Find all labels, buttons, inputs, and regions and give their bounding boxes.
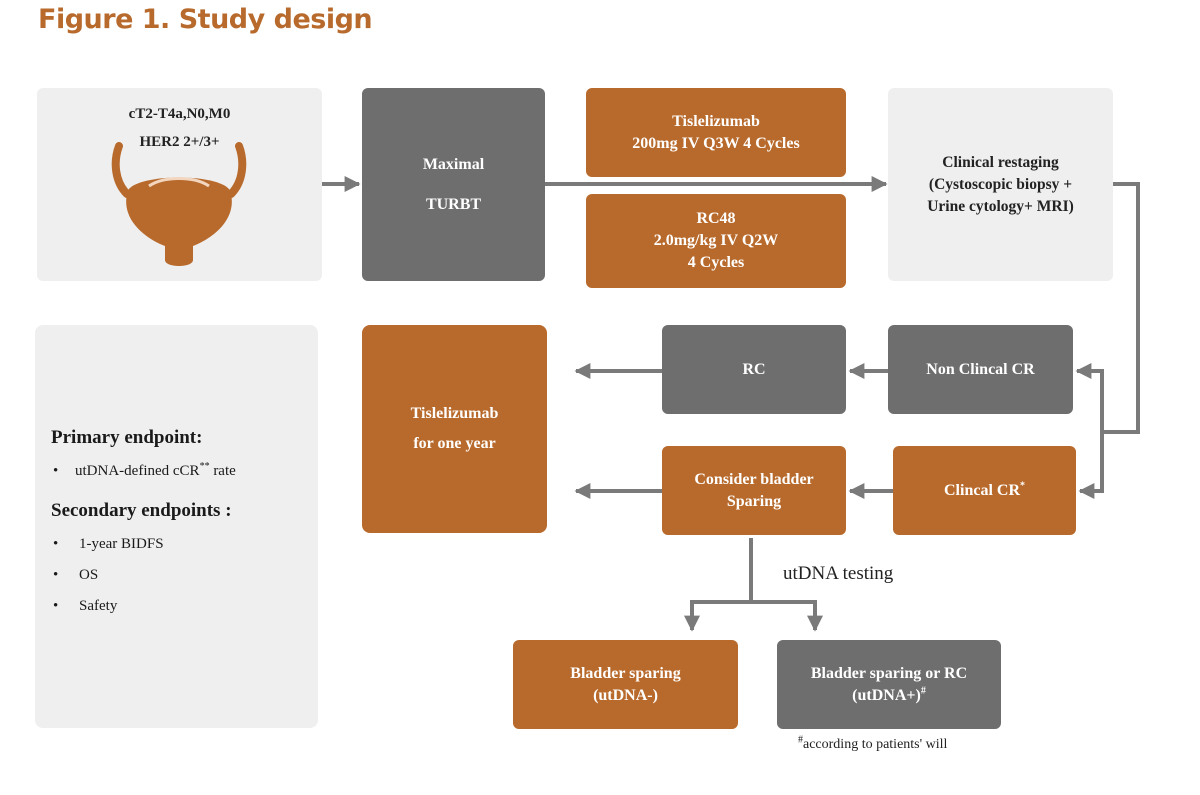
- consider-line2: Sparing: [726, 492, 782, 510]
- turbt-line2: TURBT: [425, 195, 482, 213]
- sparing-pos-text: (utDNA+): [852, 686, 921, 704]
- sparing-pos-mark: #: [920, 685, 926, 697]
- clinical-cr-text: Clincal CR: [944, 481, 1020, 499]
- turbt-box: Maximal TURBT: [362, 88, 545, 281]
- maintenance-line1: Tislelizumab: [410, 405, 499, 422]
- primary-endpoint-suffix: rate: [209, 463, 236, 479]
- sparing-pos-line2: (utDNA+)#: [852, 685, 926, 707]
- bullet: •: [53, 536, 59, 552]
- list-item: • OS: [51, 567, 318, 584]
- secondary-endpoint-text: Safety: [79, 598, 118, 614]
- rc-box: RC: [662, 325, 846, 414]
- consider-line1: Consider bladder: [694, 470, 814, 488]
- arrow-to-sparing-neg: [684, 600, 751, 632]
- rc48-box: RC48 2.0mg/kg IV Q2W 4 Cycles: [586, 194, 846, 288]
- restaging-detail2: Urine cytology+ MRI): [927, 197, 1074, 215]
- patient-her2: HER2 2+/3+: [139, 134, 220, 150]
- restaging-box: Clinical restaging (Cystoscopic biopsy +…: [888, 88, 1113, 281]
- primary-endpoint-item: • utDNA-defined cCR** rate: [51, 461, 318, 480]
- footnote: #according to patients' will: [798, 734, 948, 753]
- restaging-detail1: (Cystoscopic biopsy +: [928, 175, 1073, 193]
- line-restaging-branch: [1102, 182, 1140, 434]
- bullet: •: [53, 567, 59, 583]
- drug1-dose: 200mg IV Q3W 4 Cycles: [632, 134, 800, 152]
- non-clinical-cr-label: Non Clincal CR: [926, 360, 1035, 378]
- sparing-neg-line2: (utDNA-): [593, 686, 658, 704]
- sparing-utdna-pos-box: Bladder sparing or RC (utDNA+)#: [777, 640, 1001, 729]
- sparing-utdna-neg-box: Bladder sparing (utDNA-): [513, 640, 738, 729]
- turbt-line1: Maximal: [422, 155, 485, 173]
- secondary-endpoints-heading: Secondary endpoints :: [51, 500, 232, 521]
- clinical-cr-label: Clincal CR*: [944, 480, 1025, 502]
- primary-endpoint-heading: Primary endpoint:: [51, 427, 203, 448]
- patient-box: cT2-T4a,N0,M0 HER2 2+/3+: [37, 88, 322, 281]
- drug2-dose: 2.0mg/kg IV Q2W: [653, 232, 779, 249]
- list-item: • Safety: [51, 598, 318, 615]
- bullet: •: [53, 463, 59, 479]
- maintenance-box: Tislelizumab for one year: [362, 325, 547, 533]
- patient-staging: cT2-T4a,N0,M0: [128, 106, 231, 122]
- utdna-testing-label: utDNA testing: [783, 563, 894, 584]
- secondary-endpoints-list: • 1-year BIDFS • OS • Safety: [51, 536, 318, 615]
- arrow-to-ccr: [1078, 432, 1104, 499]
- bullet: •: [53, 598, 59, 614]
- endpoints-panel: Primary endpoint: • utDNA-defined cCR** r…: [35, 325, 318, 728]
- bladder-icon: [111, 142, 247, 266]
- drug2-cycles: 4 Cycles: [687, 254, 745, 271]
- footnote-text: according to patients' will: [803, 737, 948, 752]
- rc-label: RC: [742, 360, 766, 378]
- non-clinical-cr-box: Non Clincal CR: [888, 325, 1073, 414]
- consider-sparing-box: Consider bladder Sparing: [662, 446, 846, 535]
- figure-title: Figure 1. Study design: [38, 4, 373, 35]
- drug1-name: Tislelizumab: [672, 112, 760, 130]
- arrow-to-non-ccr: [1075, 363, 1104, 432]
- list-item: • 1-year BIDFS: [51, 536, 318, 553]
- sparing-pos-line1: Bladder sparing or RC: [810, 664, 968, 682]
- secondary-endpoint-text: 1-year BIDFS: [79, 536, 164, 552]
- arrow-to-sparing-pos: [751, 600, 823, 632]
- footnote-mark: #: [798, 734, 803, 746]
- tislelizumab-box: Tislelizumab 200mg IV Q3W 4 Cycles: [586, 88, 846, 177]
- secondary-endpoint-text: OS: [79, 567, 99, 583]
- sparing-neg-line1: Bladder sparing: [570, 664, 681, 682]
- primary-endpoint-text: utDNA-defined cCR: [75, 463, 200, 479]
- restaging-title: Clinical restaging: [942, 153, 1059, 171]
- drug2-name: RC48: [696, 210, 736, 227]
- maintenance-line2: for one year: [413, 435, 496, 452]
- clinical-cr-box: Clincal CR*: [893, 446, 1076, 535]
- primary-endpoint-mark: **: [199, 461, 210, 472]
- clinical-cr-mark: *: [1020, 480, 1025, 492]
